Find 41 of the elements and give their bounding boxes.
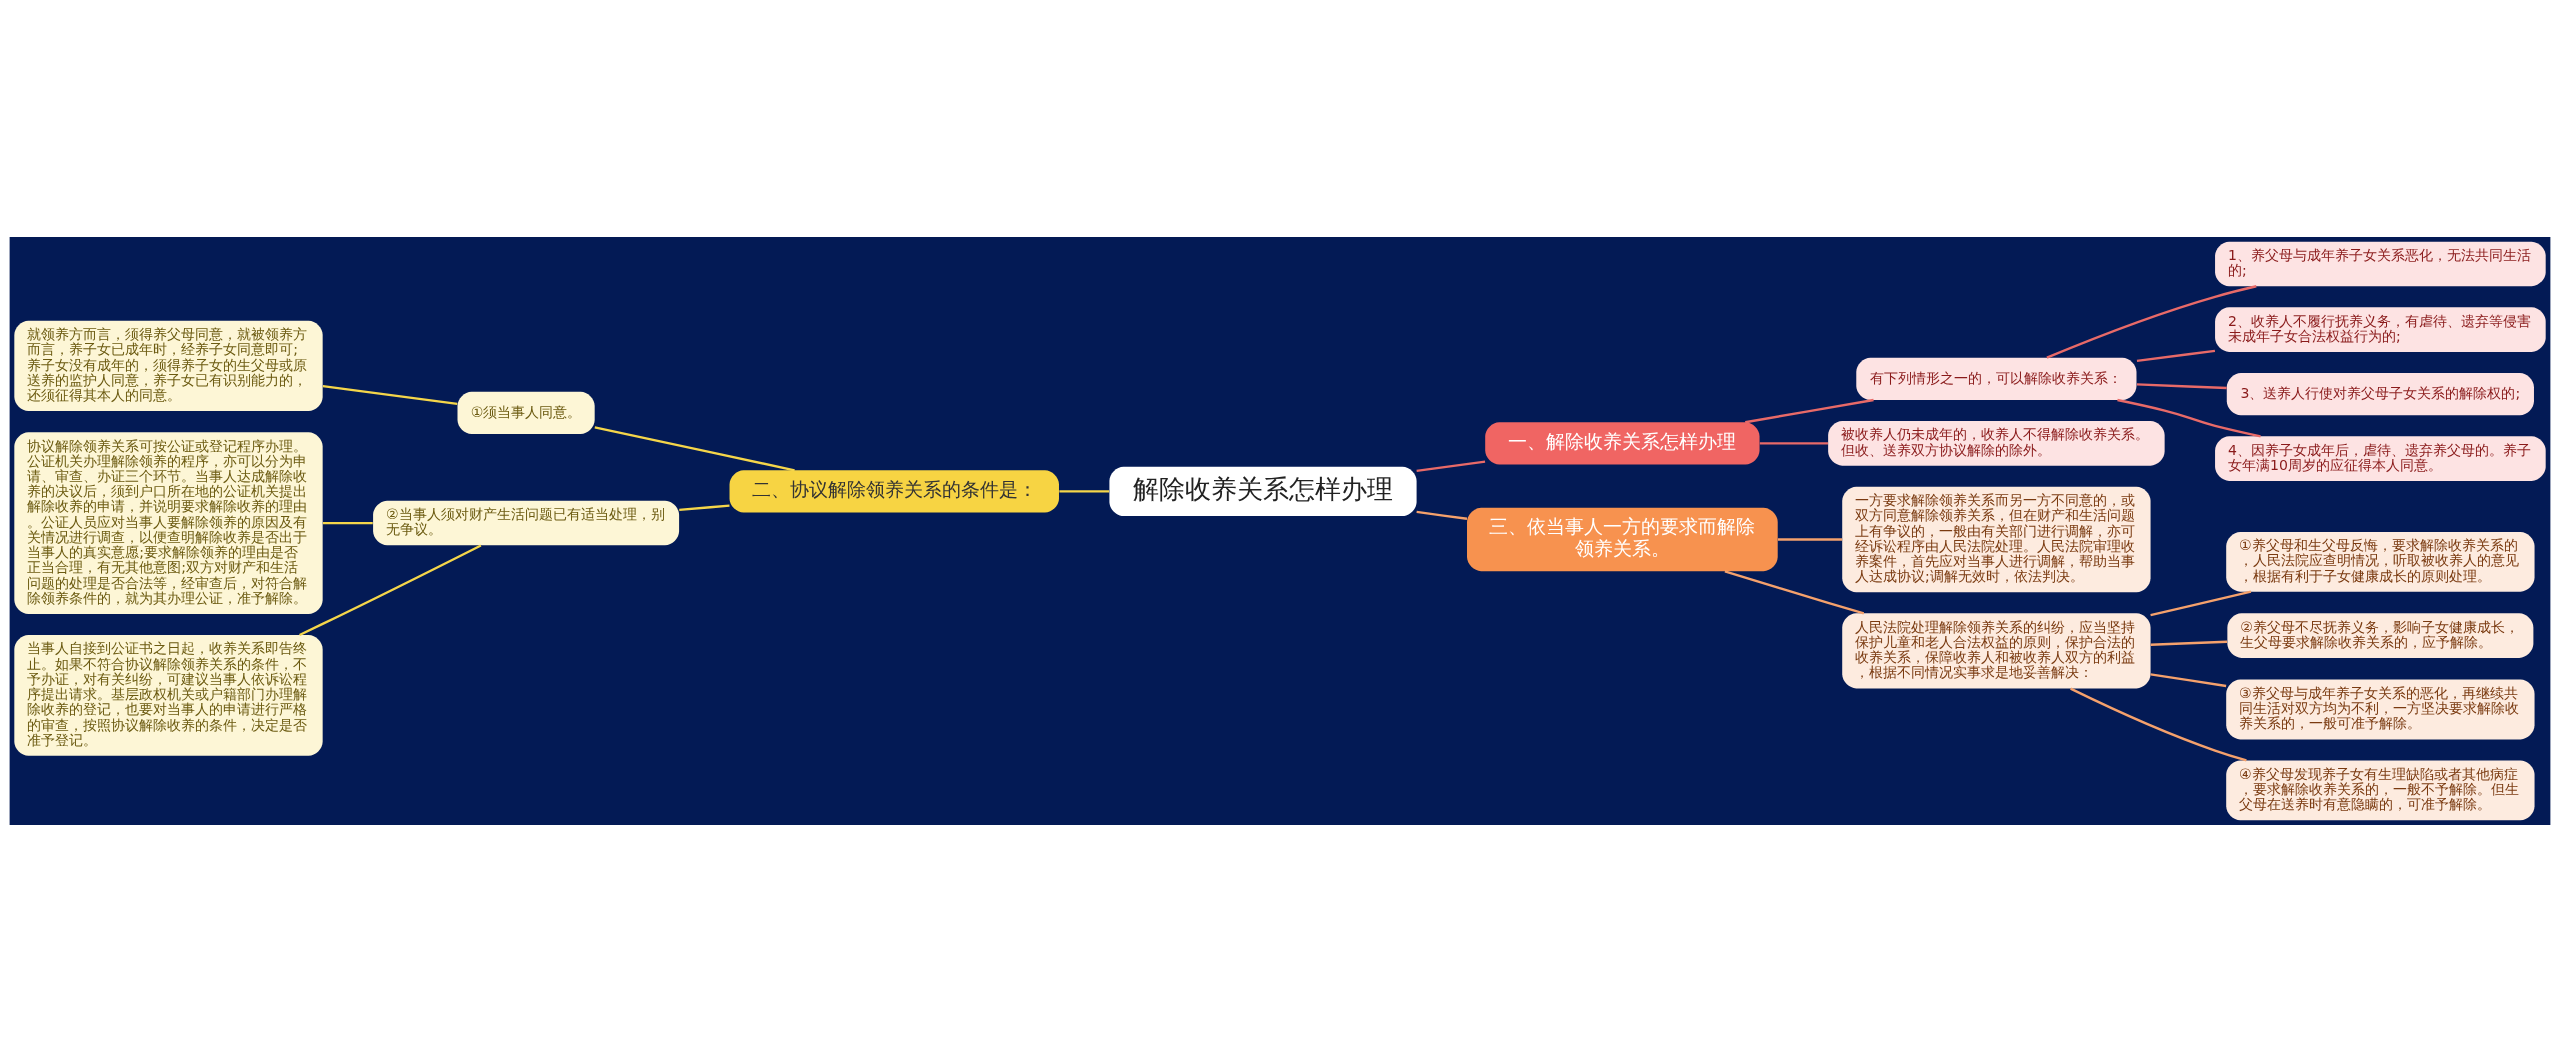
connector	[1724, 570, 1865, 615]
node-box: ②养父母不尽抚养义务，影响子女健康成长，生父母要求解除收养关系的，应予解除。	[2227, 613, 2534, 658]
node-box: ①须当事人同意。	[457, 391, 595, 434]
node-box: ②当事人须对财产生活问题已有适当处理，别无争议。	[373, 500, 680, 546]
node-box: 一方要求解除领养关系而另一方不同意的，或双方同意解除领养关系，但在财产和生活问题上有争议的，一般由有关部门进行调解，亦可经诉讼程序由人民法院处理。人民法院审理收养案件，首先应对当事人进行调解，帮助当事人达成协议;调解无效时，依法判决。	[1842, 486, 2151, 593]
node-box: 4、因养子女成年后，虐待、遗弃养父母的。养子女年满10周岁的应征得本人同意。	[2215, 436, 2546, 481]
node-box: 当事人自接到公证书之日起，收养关系即告终止。如果不符合协议解除领养关系的条件，不予办证，对有关纠纷，可建议当事人依诉讼程序提出请求。基层政权机关或户籍部门办理解除收养的登记，也要对当事人的申请进行严格的审查，按照协议解除收养的条件，决定是否准予登记。	[14, 635, 323, 756]
connector	[1416, 460, 1486, 473]
connector	[322, 521, 373, 525]
node-box: 被收养人仍未成年的，收养人不得解除收养关系。但收、送养双方协议解除的除外。	[1828, 421, 2165, 466]
connector	[1759, 442, 1828, 445]
connector	[1059, 490, 1110, 493]
connector	[2070, 687, 2247, 762]
node-box: 一、解除收养关系怎样办理	[1485, 422, 1760, 465]
connector	[1416, 510, 1468, 520]
node-box: 解除收养关系怎样办理	[1109, 466, 1417, 517]
node-box: 人民法院处理解除领养关系的纠纷，应当坚持保护儿童和老人合法权益的原则，保护合法的收养关系，保障收养人和被收养人双方的利益，根据不同情况实事求是地妥善解决：	[1842, 613, 2151, 689]
connector	[2150, 590, 2252, 617]
connector	[2136, 383, 2227, 390]
node-box: ④养父母发现养子女有生理缺陷或者其他病症，要求解除收养关系的，一般不予解除。但生父母在送养时有意隐瞒的，可准予解除。	[2226, 760, 2535, 821]
connector	[1777, 538, 1843, 541]
connector	[594, 426, 795, 472]
connector	[1745, 398, 1874, 424]
connector	[322, 385, 458, 406]
node-box: 有下列情形之一的，可以解除收养关系：	[1856, 357, 2137, 400]
node-box: 3、送养人行使对养父母子女关系的解除权的;	[2226, 373, 2534, 416]
connector	[2046, 285, 2257, 359]
connector	[2136, 349, 2216, 363]
node-box: 二、协议解除领养关系的条件是：	[729, 470, 1059, 513]
connector	[2117, 398, 2261, 438]
node-box: 三、依当事人一方的要求而解除领养关系。	[1467, 507, 1778, 572]
node-box: 2、收养人不履行抚养义务，有虐待、遗弃等侵害未成年子女合法权益行为的;	[2215, 307, 2546, 352]
node-box: 1、养父母与成年养子女关系恶化，无法共同生活的;	[2215, 241, 2546, 287]
node-box: ①养父母和生父母反悔，要求解除收养关系的，人民法院应查明情况，听取被收养人的意见，根据有利于子女健康成长的原则处理。	[2226, 531, 2535, 592]
node-box: 就领养方而言，须得养父母同意，就被领养方而言，养子女已成年时，经养子女同意即可;养子女没有成年的，须得养子女的生父母或原送养的监护人同意，养子女已有识别能力的，还须征得其本人的同意。	[14, 320, 323, 412]
connector	[2150, 673, 2227, 688]
node-box: 协议解除领养关系可按公证或登记程序办理。公证机关办理解除领养的程序，亦可以分为申请、审查、办证三个环节。当事人达成解除收养的决议后，须到户口所在地的公证机关提出解除收养的申请，并说明要求解除收养的理由。公证人员应对当事人要解除领养的原因及有关情况进行调查，以便查明解除收养是否出于当事人的真实意愿;要求解除领养的理由是否正当合理，有无其他意图;双方对财产和生活问题的处理是否合法等，经审查后，对符合解除领养条件的，就为其办理公证，准予解除。	[14, 432, 323, 614]
connector	[2150, 640, 2228, 646]
connector	[679, 504, 730, 512]
node-box: ③养父母与成年养子女关系的恶化，再继续共同生活对双方均为不利，一方坚决要求解除收养关系的，一般可准予解除。	[2226, 679, 2535, 740]
connector	[299, 544, 482, 637]
